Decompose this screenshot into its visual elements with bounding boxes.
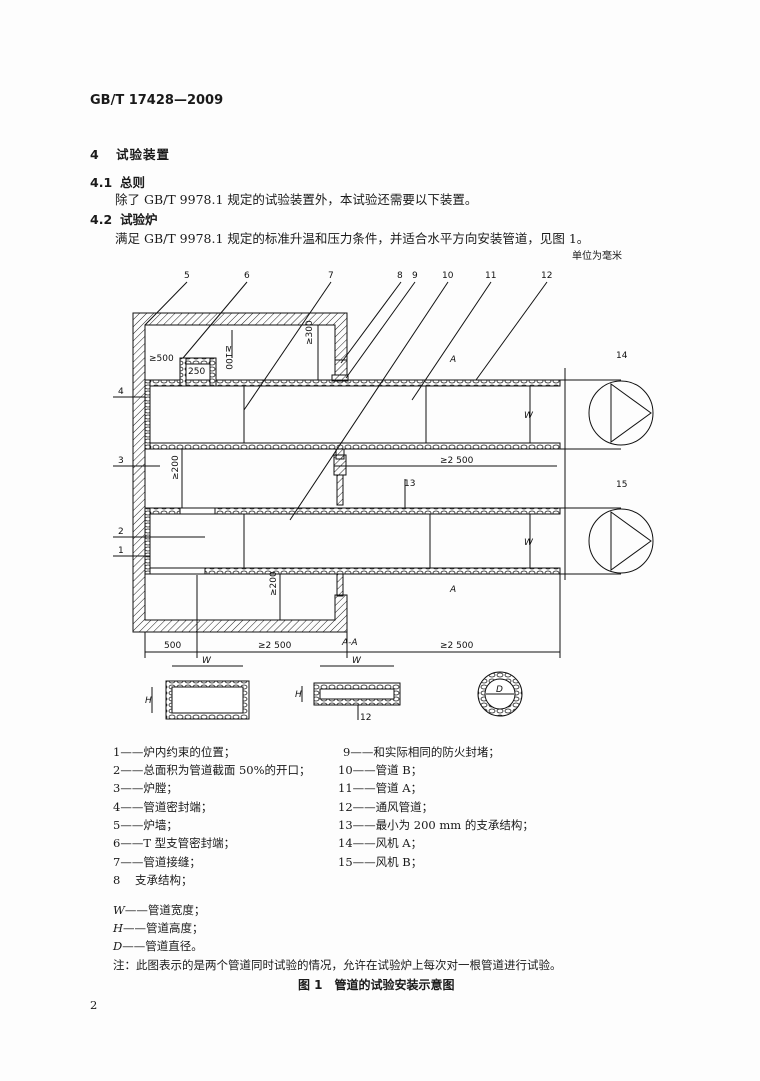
- callout-8: 8: [397, 271, 403, 281]
- callout-11: 11: [485, 271, 496, 281]
- fan-b-icon: [588, 508, 654, 574]
- symbol-desc: ——管道直径。: [122, 939, 203, 953]
- legend-item: 14——风机 A；: [338, 836, 423, 850]
- legend-item: 9——和实际相同的防火封堵；: [343, 745, 500, 759]
- figure-caption: 图 1 管道的试验安装示意图: [298, 978, 455, 992]
- callout-13: 13: [404, 479, 415, 489]
- symbol-desc: ——管道高度；: [123, 921, 204, 935]
- callout-9: 9: [412, 271, 418, 281]
- symbol: D: [113, 939, 123, 953]
- sec1-w: W: [202, 656, 212, 666]
- dim-250: 250: [188, 367, 205, 377]
- duct-a: [144, 357, 561, 450]
- section-title: A-A: [341, 638, 358, 648]
- callout-5: 5: [184, 271, 190, 281]
- support-structure: [331, 359, 349, 597]
- legend-item: 3——炉膛；: [113, 781, 178, 795]
- dim-200-b: ≥200: [269, 571, 279, 596]
- callout-15: 15: [616, 480, 627, 490]
- fan-a-icon: [588, 380, 654, 446]
- legend-item: 12——通风管道；: [338, 800, 434, 814]
- section-4-title: 试验装置: [116, 147, 171, 162]
- duct-b: [144, 507, 561, 575]
- section-4-1-title: 总则: [120, 175, 146, 190]
- sec2-h: H: [295, 690, 302, 700]
- legend-item: 6——T 型支管密封端；: [113, 836, 236, 850]
- section-rectangular-duct: [165, 680, 250, 720]
- dim-500: 500: [164, 641, 181, 651]
- section-4-number: 4: [90, 147, 99, 162]
- dim-2500-a: ≥2 500: [440, 456, 474, 466]
- dim-300: ≥300: [305, 320, 315, 345]
- callout-12: 12: [541, 271, 552, 281]
- legend-item: 8 支承结构；: [113, 873, 193, 887]
- diagram-labels: 5 6 7 8 9 10 11 12 14 15 4 3 2 1 13 ≥500…: [118, 271, 628, 723]
- dim-200-a: ≥200: [171, 455, 181, 480]
- sec3-d: D: [496, 685, 503, 695]
- legend-item: 15——风机 B；: [338, 855, 423, 869]
- legend-item: 4——管道密封端；: [113, 800, 213, 814]
- sec2-callout-12: 12: [360, 713, 371, 723]
- callout-6: 6: [244, 271, 250, 281]
- symbol: W: [113, 903, 125, 917]
- symbol-desc: ——管道宽度；: [124, 903, 206, 917]
- section-mark-bottom: A: [449, 585, 456, 595]
- section-4-2-title: 试验炉: [120, 212, 158, 227]
- symbol: H: [113, 921, 124, 935]
- callout-10: 10: [442, 271, 454, 281]
- sec2-w: W: [352, 656, 362, 666]
- dim-100: ≥100: [223, 345, 233, 370]
- page-number: 2: [90, 998, 98, 1012]
- callout-7: 7: [328, 271, 334, 281]
- test-setup-diagram: 5 6 7 8 9 10 11 12 14 15 4 3 2 1 13 ≥500…: [113, 271, 654, 723]
- section-4-1-text: 除了 GB/T 9978.1 规定的试验装置外，本试验还需要以下装置。: [115, 192, 478, 207]
- section-4-2-text: 满足 GB/T 9978.1 规定的标准升温和压力条件，并适合水平方向安装管道，…: [115, 231, 590, 246]
- dim-w-a: W: [524, 411, 534, 421]
- unit-note: 单位为毫米: [572, 251, 622, 262]
- legend-item: 11——管道 A；: [338, 781, 423, 795]
- legend-item: 5——炉墙；: [113, 818, 178, 832]
- dim-2500-c: ≥2 500: [440, 641, 474, 651]
- section-flat-duct: [313, 682, 401, 706]
- callout-14: 14: [616, 351, 628, 361]
- section-4-2-number: 4.2: [90, 212, 113, 227]
- dim-w-b: W: [524, 538, 534, 548]
- legend-item: 7——管道接缝；: [113, 855, 201, 869]
- legend-item: 10——管道 B；: [338, 763, 423, 777]
- legend-item: 1——炉内约束的位置；: [113, 745, 236, 759]
- callout-4: 4: [118, 387, 124, 397]
- callout-3: 3: [118, 456, 124, 466]
- section-4-1-number: 4.1: [90, 175, 113, 190]
- sec1-h: H: [145, 696, 152, 706]
- dim-500-min: ≥500: [149, 354, 174, 364]
- figure-note: 注：此图表示的是两个管道同时试验的情况，允许在试验炉上每次对一根管道进行试验。: [113, 958, 562, 972]
- legend-item: 13——最小为 200 mm 的支承结构；: [338, 818, 534, 832]
- section-mark-top: A: [449, 355, 456, 365]
- standard-header: GB/T 17428—2009: [90, 93, 224, 108]
- callout-1: 1: [118, 546, 124, 556]
- dim-2500-b: ≥2 500: [258, 641, 292, 651]
- callout-2: 2: [118, 527, 124, 537]
- legend-item: 2——总面积为管道截面 50%的开口；: [113, 763, 311, 777]
